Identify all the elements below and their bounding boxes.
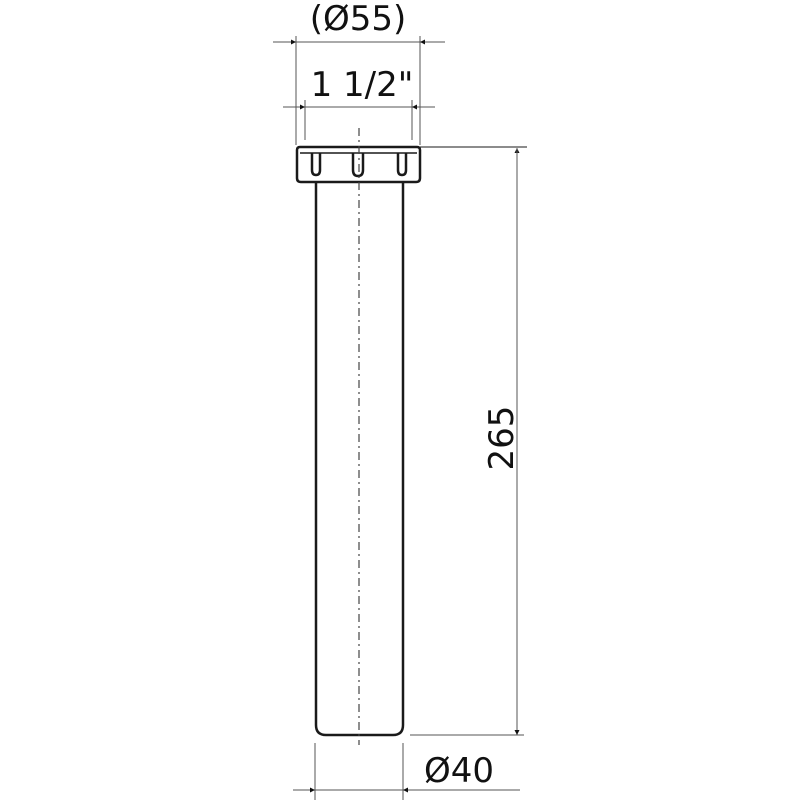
- pipe-diameter-label: Ø40: [424, 751, 494, 791]
- length-label: 265: [482, 406, 522, 471]
- outer-diameter-label: (Ø55): [310, 0, 407, 39]
- dimension-length: [410, 146, 527, 736]
- thread-label: 1 1/2": [311, 65, 414, 105]
- dimension-thread: [283, 100, 435, 140]
- dimension-pipe-diameter: [293, 743, 520, 800]
- dimension-outer-diameter: [273, 36, 445, 145]
